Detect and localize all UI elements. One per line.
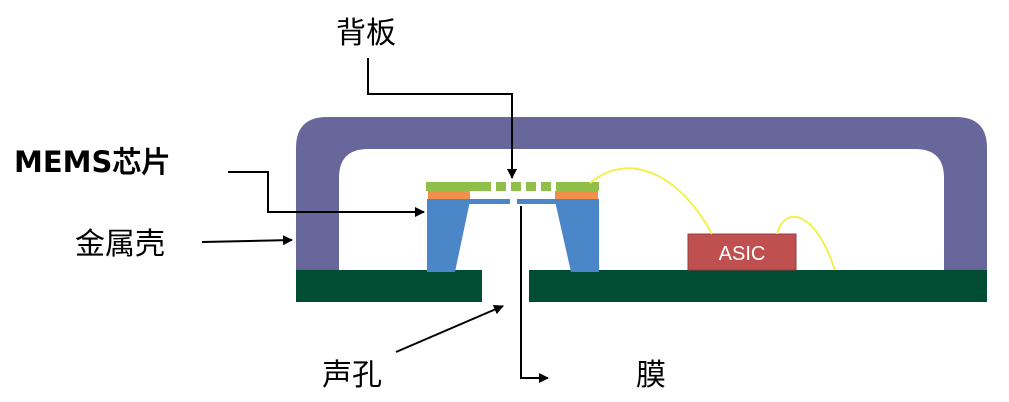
arrow-membrane (520, 206, 549, 383)
backplate-seg4 (541, 182, 551, 191)
backplate-seg1 (496, 182, 506, 191)
asic-chip (687, 233, 797, 271)
backplate-left (426, 182, 491, 191)
pcb-right (529, 270, 987, 302)
mems-silicon-right (555, 201, 599, 272)
asic-label: ASIC (719, 243, 766, 265)
label-backplate: 背板 (336, 16, 396, 51)
label-sound-hole: 声孔 (322, 358, 382, 393)
spacer-left (428, 191, 470, 199)
bond-wire-mems-asic (589, 167, 713, 235)
backplate-seg2 (511, 182, 521, 191)
membrane-left (427, 199, 510, 204)
label-membrane: 膜 (636, 358, 666, 393)
spacer-right (555, 191, 598, 199)
mems-silicon-left (427, 201, 470, 272)
arrow-mems-chip (228, 171, 425, 217)
arrow-backplate (367, 58, 517, 179)
label-metal-shell: 金属壳 (75, 227, 165, 262)
bond-wire-asic-pcb (776, 215, 836, 271)
backplate-right (556, 182, 599, 191)
backplate-seg3 (526, 182, 536, 191)
metal-shell (296, 117, 987, 272)
arrow-sound-hole (395, 304, 504, 353)
arrow-metal-shell (201, 235, 293, 246)
label-mems-chip: MEMS芯片 (14, 145, 170, 179)
membrane-right (517, 199, 599, 204)
pcb-left (296, 270, 482, 302)
